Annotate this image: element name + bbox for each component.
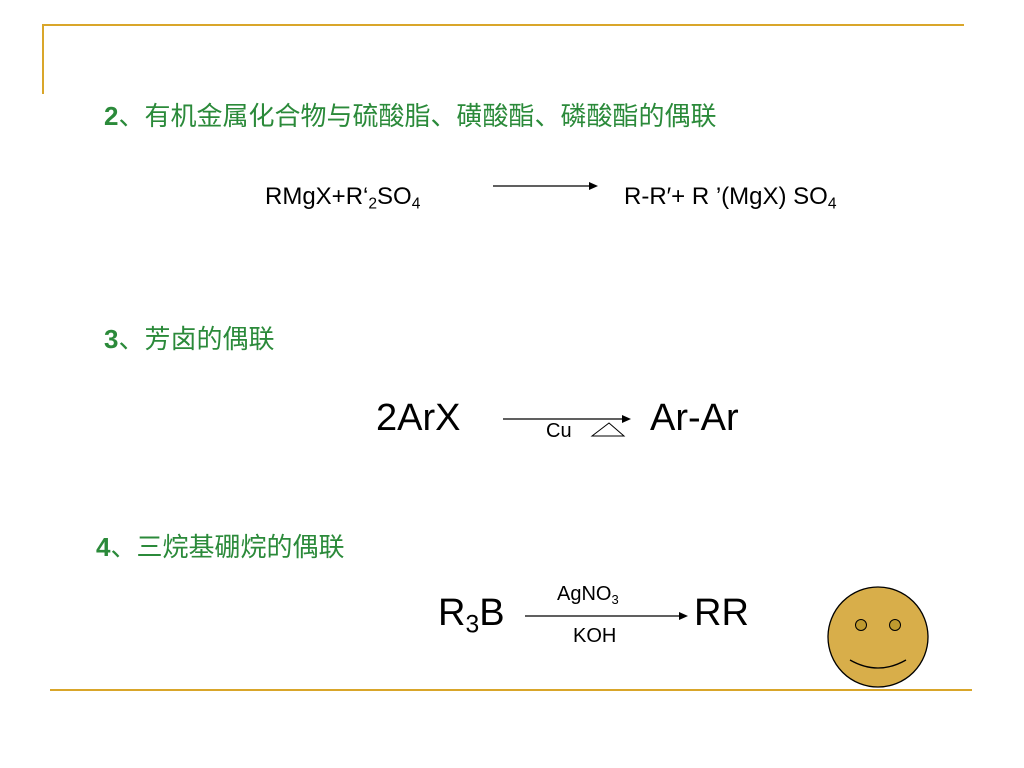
section3-title: 、芳卤的偶联	[118, 325, 275, 355]
arrow-right-icon	[503, 415, 631, 423]
section4-reagent-top: AgNO3	[557, 583, 619, 607]
section2-reactants: RMgX+R‘2SO4	[265, 183, 420, 214]
section4-reagent-bottom: KOH	[573, 625, 617, 647]
section2-products: R-R′+ R ’(MgX) SO4	[624, 183, 837, 214]
reagent-top-text: AgNO	[557, 583, 612, 605]
reactant-main: R	[438, 592, 466, 634]
section3-catalyst: Cu	[546, 420, 572, 442]
smiley-face-icon	[827, 586, 929, 688]
section2-title: 、有机金属化合物与硫酸脂、磺酸酯、磷酸酯的偶联	[118, 102, 717, 132]
section4-product: RR	[694, 592, 749, 634]
arrow-right-icon	[493, 182, 598, 190]
frame-left-line	[42, 24, 44, 94]
arrow-right-icon	[525, 612, 688, 620]
reagent-top-sub: 3	[611, 591, 619, 607]
product-text: R-R′+ R ’(MgX) SO	[624, 183, 828, 210]
section3-number: 3	[104, 324, 119, 354]
section4-number: 4	[96, 532, 111, 562]
section2-heading: 2、有机金属化合物与硫酸脂、磺酸酯、磷酸酯的偶联	[104, 96, 716, 133]
reactant-sub2: 4	[411, 195, 421, 213]
section3-heading: 3、芳卤的偶联	[104, 319, 274, 356]
product-sub: 4	[827, 195, 837, 213]
section3-reactant: 2ArX	[376, 397, 461, 439]
section3-product: Ar-Ar	[650, 397, 739, 439]
reactant-text: RMgX+R‘	[265, 183, 369, 210]
section4-title: 、三烷基硼烷的偶联	[110, 533, 345, 563]
frame-top-line	[42, 24, 964, 26]
frame-bottom-line	[50, 689, 972, 691]
reactant-sub: 3	[465, 611, 480, 639]
section2-number: 2	[104, 101, 119, 131]
reactant-tail: SO	[377, 183, 412, 210]
reactant-sub: 2	[368, 195, 378, 213]
reactant-tail: B	[479, 592, 505, 634]
triangle-heat-icon	[590, 422, 626, 437]
section4-reactant: R3B	[438, 592, 505, 639]
section4-heading: 4、三烷基硼烷的偶联	[96, 527, 344, 564]
